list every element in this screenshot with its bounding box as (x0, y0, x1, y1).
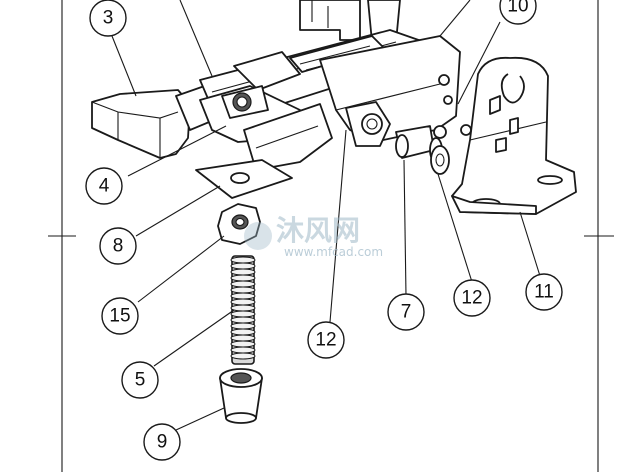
callout-bubbles: 3 10 4 8 15 5 9 12 (85, 0, 563, 461)
thread-ring (230, 304, 256, 312)
watermark-text: 沐风网 (276, 214, 360, 247)
callout-11: 11 (525, 273, 563, 311)
thread-ring (230, 298, 256, 306)
callout-15: 15 (101, 297, 139, 335)
svg-text:7: 7 (401, 302, 412, 323)
side-body (319, 35, 461, 147)
callout-10: 10 (499, 0, 537, 25)
svg-text:11: 11 (534, 282, 554, 303)
hook-plate (451, 56, 577, 215)
thread-ring (230, 262, 256, 270)
svg-text:15: 15 (109, 306, 130, 327)
svg-text:3: 3 (103, 8, 114, 29)
svg-text:8: 8 (113, 236, 124, 257)
thread-ring (230, 280, 256, 288)
callout-3: 3 (89, 0, 127, 37)
thread-ring (230, 316, 256, 324)
pivot-pins (395, 124, 472, 175)
thread-ring (230, 340, 256, 348)
flat-washer-plate (195, 159, 293, 199)
u-bracket-nut (199, 85, 333, 171)
watermark: 沐风网 www.mfcad.com (244, 214, 383, 259)
svg-text:12: 12 (315, 330, 336, 351)
thread-ring (230, 334, 256, 342)
svg-text:12: 12 (461, 288, 482, 309)
hex-nut (217, 203, 261, 245)
svg-text:9: 9 (157, 432, 168, 453)
callout-8: 8 (99, 227, 137, 265)
thread-ring (230, 328, 256, 336)
callout-5: 5 (121, 361, 159, 399)
svg-text:4: 4 (99, 176, 110, 197)
thread-ring (230, 346, 256, 354)
callout-12-left: 12 (307, 321, 345, 359)
frame-lines (48, 0, 614, 472)
thread-ring (230, 322, 256, 330)
callout-12-right: 12 (453, 279, 491, 317)
thread-ring (230, 268, 256, 276)
thread-ring (230, 292, 256, 300)
cone-foot (219, 368, 263, 424)
leader-lines (111, 0, 541, 431)
callout-7: 7 (387, 293, 425, 331)
thread-ring (230, 310, 256, 318)
thread-ring (230, 274, 256, 282)
callout-9: 9 (143, 423, 181, 461)
thread-ring (230, 256, 256, 264)
svg-text:5: 5 (135, 370, 146, 391)
threaded-rod (230, 255, 256, 365)
thread-ring (230, 286, 256, 294)
watermark-url: www.mfcad.com (284, 245, 383, 259)
thread-ring (230, 352, 256, 360)
callout-4: 4 (85, 167, 123, 205)
svg-text:10: 10 (507, 0, 528, 17)
